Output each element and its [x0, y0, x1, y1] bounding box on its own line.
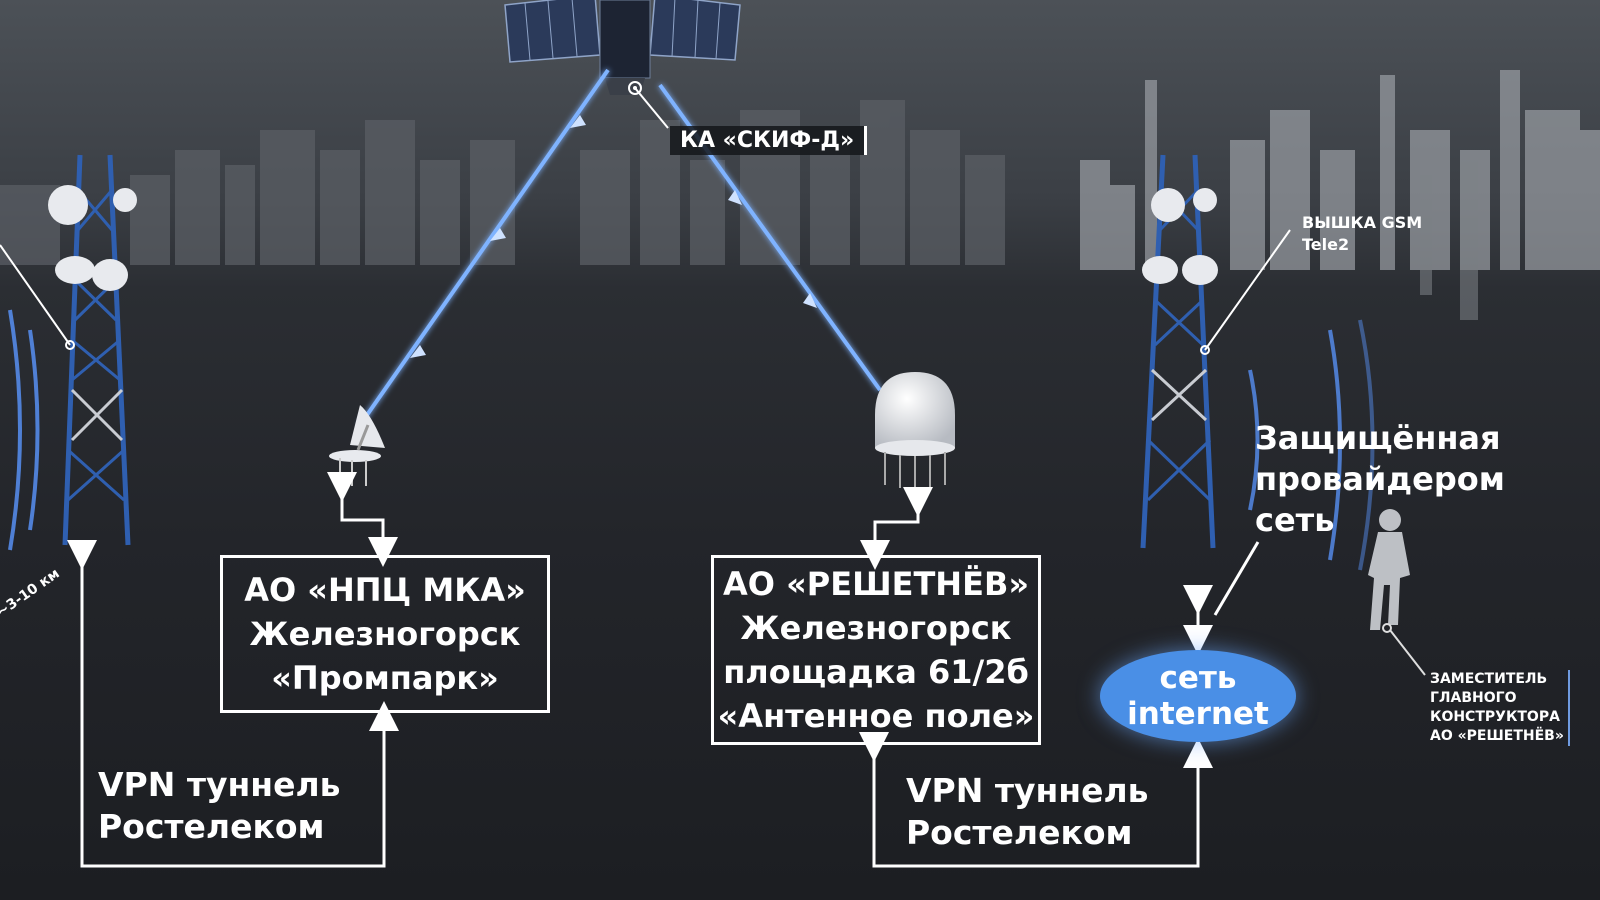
vpn-center-label: VPN туннель Ростелеком [906, 770, 1149, 854]
gsm-tower-left [0, 154, 137, 551]
node-left-org: АО «НПЦ МКА» [244, 571, 526, 609]
node-center-org: АО «РЕШЕТНЁВ» [722, 565, 1029, 603]
node-npc-mka: АО «НПЦ МКА» Железногорск «Промпарк» [220, 555, 550, 713]
protected-network-label: Защищённая провайдером сеть [1255, 418, 1505, 541]
satellite [504, 0, 741, 95]
protected-line2: провайдером [1255, 460, 1505, 498]
deputy-figure [1368, 509, 1426, 676]
deputy-line3: КОНСТРУКТОРА [1430, 709, 1560, 725]
satellite-leader-line [634, 87, 669, 129]
satellite-label: КА «СКИФ-Д» [670, 126, 868, 155]
node-left-site: «Промпарк» [271, 659, 499, 697]
node-center-city: Железногорск [740, 609, 1012, 647]
connector-lines [67, 472, 1260, 868]
node-reshetnev: АО «РЕШЕТНЁВ» Железногорск площадка 61/2… [711, 555, 1041, 745]
deputy-label: ЗАМЕСТИТЕЛЬ ГЛАВНОГО КОНСТРУКТОРА АО «РЕ… [1430, 670, 1570, 746]
internet-cloud: сеть internet [1100, 650, 1296, 742]
protected-line1: Защищённая [1255, 419, 1501, 457]
protected-line3: сеть [1255, 501, 1335, 539]
deputy-line2: ГЛАВНОГО [1430, 690, 1517, 706]
vpn-left-label: VPN туннель Ростелеком [98, 764, 341, 848]
satellite-label-text: КА «СКИФ-Д» [680, 128, 855, 153]
vpn-left-line1: VPN туннель [98, 765, 341, 804]
vpn-center-line1: VPN туннель [906, 771, 1149, 810]
radome-antenna [875, 372, 955, 490]
node-center-field: «Антенное поле» [717, 697, 1035, 735]
vpn-center-line2: Ростелеком [906, 813, 1133, 852]
internet-line1: сеть [1159, 660, 1237, 696]
node-center-site: площадка 61/2б [723, 653, 1029, 691]
city-silhouette [0, 100, 1005, 265]
deputy-line4: АО «РЕШЕТНЁВ» [1430, 728, 1564, 744]
gsm-tower-right [1140, 154, 1375, 571]
tower-type-text: ВЫШКА GSM [1302, 213, 1423, 232]
tower-operator-text: Tele2 [1302, 235, 1350, 254]
internet-line2: internet [1127, 696, 1269, 732]
city-silhouette-right [1080, 70, 1600, 320]
beam-arrowheads [410, 115, 817, 358]
vpn-left-line2: Ростелеком [98, 807, 325, 846]
node-left-city: Железногорск [249, 615, 521, 653]
deputy-line1: ЗАМЕСТИТЕЛЬ [1430, 671, 1548, 687]
satellite-dish-left [329, 405, 385, 486]
tower-right-label: ВЫШКА GSM Tele2 [1302, 212, 1422, 256]
